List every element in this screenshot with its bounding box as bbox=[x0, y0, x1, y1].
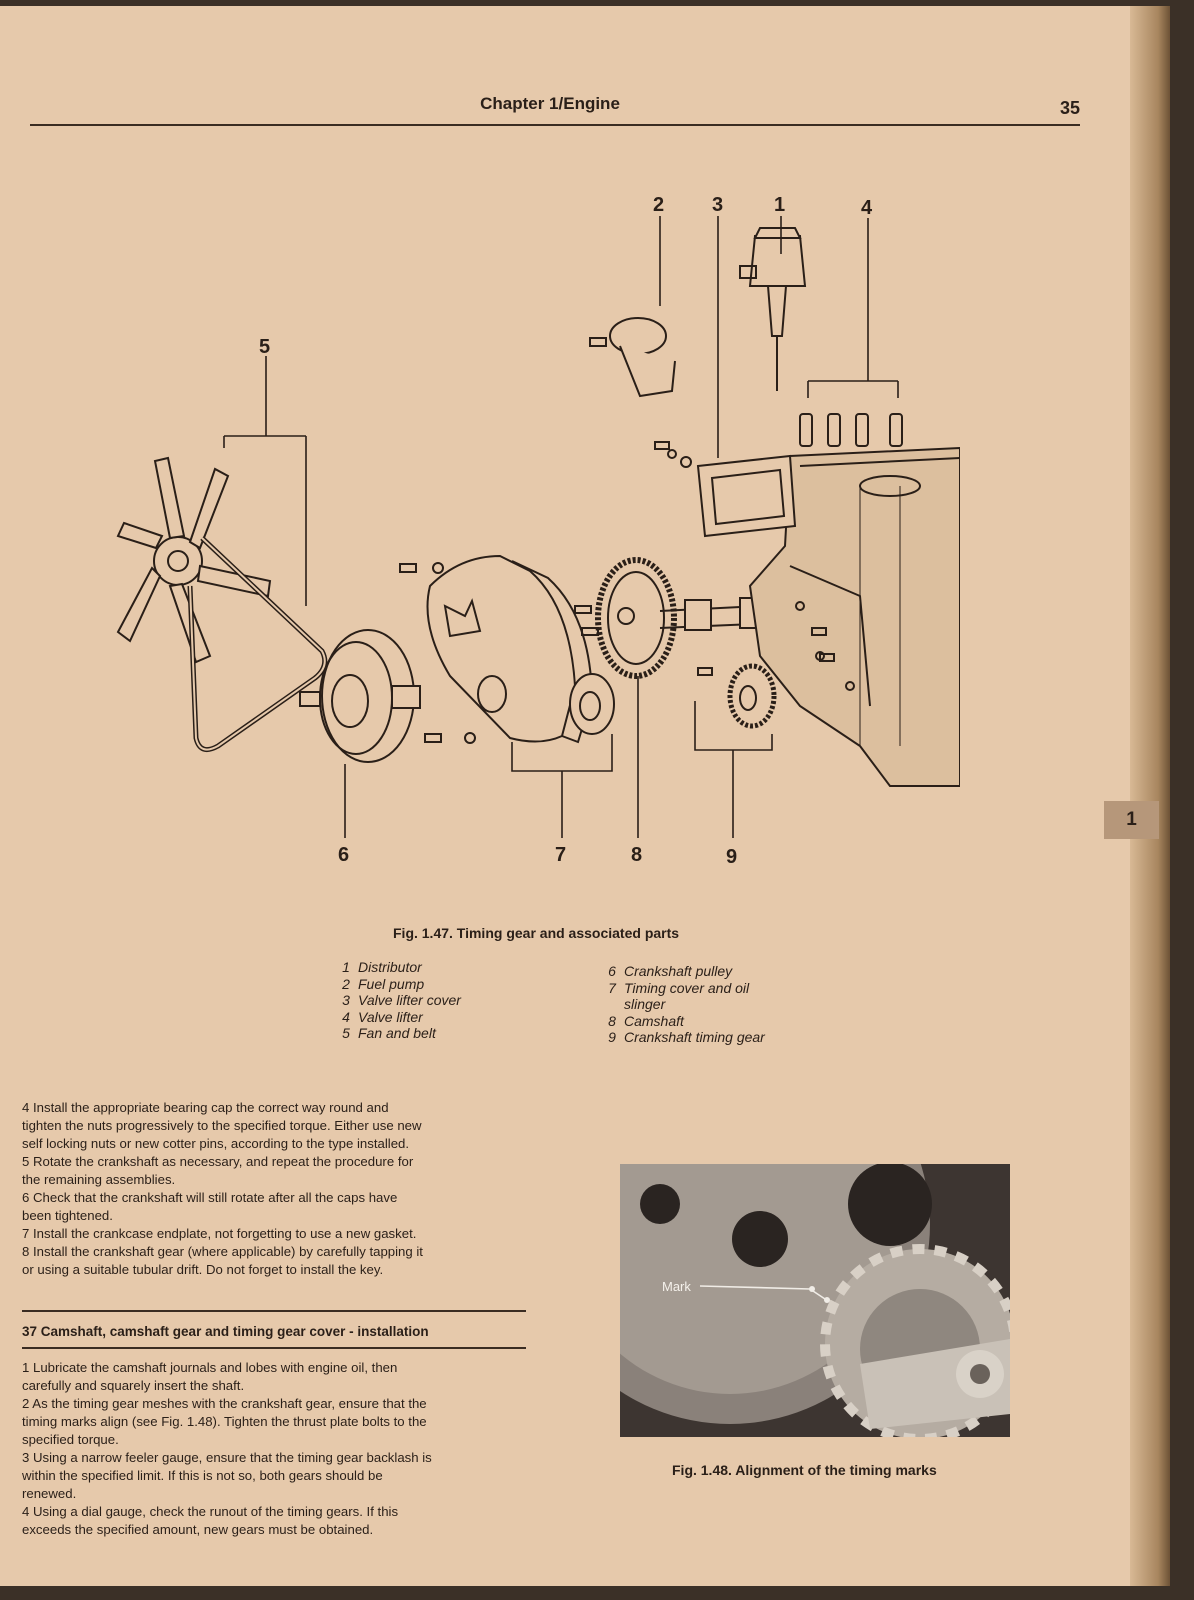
callout-3: 3 bbox=[712, 194, 723, 216]
text-line: 3 Using a narrow feeler gauge, ensure th… bbox=[22, 1450, 432, 1465]
figure-147-caption: Fig. 1.47. Timing gear and associated pa… bbox=[393, 925, 680, 941]
text-line: 6 Check that the crankshaft will still r… bbox=[22, 1190, 398, 1205]
valve-lifters-drawing bbox=[799, 413, 903, 447]
callout-2: 2 bbox=[653, 194, 664, 216]
timing-marks-photo-art: Mark bbox=[620, 1164, 1010, 1437]
header-rule bbox=[30, 124, 1080, 126]
oil-slinger-drawing bbox=[569, 673, 615, 735]
engine-block-drawing bbox=[748, 446, 960, 787]
fan-drawing bbox=[116, 456, 272, 664]
valve-lifter-cover-drawing bbox=[654, 441, 797, 538]
section-37-steps: 1 Lubricate the camshaft journals and lo… bbox=[22, 1359, 432, 1539]
callout-4: 4 bbox=[861, 197, 873, 219]
text-line: 4 Install the appropriate bearing cap th… bbox=[22, 1100, 389, 1115]
text-line: 8 Install the crankshaft gear (where app… bbox=[22, 1244, 423, 1259]
fuel-pump-drawing bbox=[589, 317, 676, 398]
camshaft-gear-drawing bbox=[595, 557, 801, 679]
mark-label: Mark bbox=[662, 1279, 691, 1294]
text-line: 1 Lubricate the camshaft journals and lo… bbox=[22, 1360, 398, 1375]
text-line: 5 Rotate the crankshaft as necessary, an… bbox=[22, 1154, 414, 1169]
text-line: 4 Using a dial gauge, check the runout o… bbox=[22, 1504, 399, 1519]
callout-5: 5 bbox=[259, 336, 270, 358]
chapter-header: Chapter 1/Engine bbox=[480, 94, 620, 113]
text-line: timing marks align (see Fig. 1.48). Tigh… bbox=[22, 1414, 427, 1429]
text-line: the remaining assemblies. bbox=[22, 1172, 176, 1187]
text-line: 7 Install the crankcase endplate, not fo… bbox=[22, 1226, 417, 1241]
callout-6: 6 bbox=[338, 844, 349, 866]
timing-cover-drawing bbox=[399, 554, 594, 744]
text-line: 2 As the timing gear meshes with the cra… bbox=[22, 1396, 427, 1411]
text-line: carefully and squarely insert the shaft. bbox=[22, 1378, 245, 1393]
timing-marks-photo: Mark bbox=[620, 1164, 1010, 1437]
book-spine-shadow bbox=[1130, 6, 1170, 1586]
timing-gear-exploded-diagram: 2 3 1 4 5 6 7 8 9 bbox=[116, 194, 960, 868]
section-37-heading: 37 Camshaft, camshaft gear and timing ge… bbox=[22, 1324, 429, 1339]
text-line: specified torque. bbox=[22, 1432, 119, 1447]
text-line: within the specified limit. If this is n… bbox=[22, 1468, 383, 1483]
figure-148-caption: Fig. 1.48. Alignment of the timing marks bbox=[672, 1462, 937, 1478]
section-36-steps: 4 Install the appropriate bearing cap th… bbox=[22, 1099, 423, 1279]
distributor-drawing bbox=[739, 227, 807, 391]
section-rule-bottom bbox=[22, 1347, 526, 1349]
page-number: 35 bbox=[1060, 98, 1081, 118]
text-line: been tightened. bbox=[22, 1208, 113, 1223]
chapter-tab: 1 bbox=[1104, 801, 1159, 839]
callout-9: 9 bbox=[726, 846, 737, 868]
legend-item: slinger bbox=[624, 996, 666, 1012]
text-line: renewed. bbox=[22, 1486, 77, 1501]
crankshaft-timing-gear-drawing bbox=[727, 663, 777, 729]
callout-7: 7 bbox=[555, 844, 566, 866]
text-line: self locking nuts or new cotter pins, ac… bbox=[22, 1136, 410, 1151]
section-rule-top bbox=[22, 1310, 526, 1312]
callout-1: 1 bbox=[774, 194, 785, 216]
text-line: exceeds the specified amount, new gears … bbox=[22, 1522, 374, 1537]
crankshaft-pulley-drawing bbox=[299, 629, 421, 763]
text-line: tighten the nuts progressively to the sp… bbox=[22, 1118, 422, 1133]
callout-8: 8 bbox=[631, 844, 642, 866]
text-line: or using a suitable tubular drift. Do no… bbox=[22, 1262, 384, 1277]
manual-page: Chapter 1/Engine 35 bbox=[0, 6, 1170, 1586]
